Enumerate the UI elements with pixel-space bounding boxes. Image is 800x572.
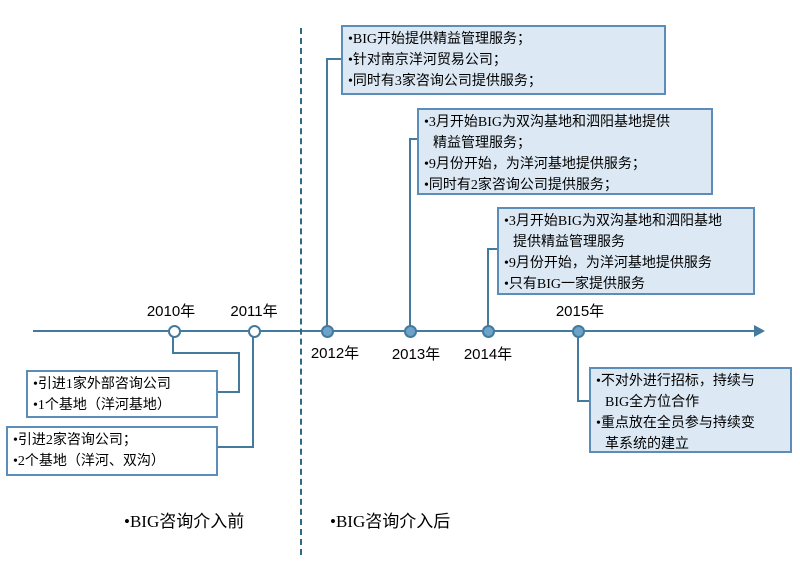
connector-2015-horizontal xyxy=(577,400,591,402)
callout-text-line: •BIG开始提供精益管理服务； xyxy=(348,32,532,47)
callout-text-line: •针对南京洋河贸易公司； xyxy=(348,53,507,68)
callout-2015: •不对外进行招标，持续与 BIG全方位合作 •重点放在全员参与持续变革系统的建立 xyxy=(589,367,792,453)
callout-text-line: BIG全方位合作 xyxy=(605,395,700,410)
marker-2012 xyxy=(321,325,334,338)
callout-text-line: •9月份开始，为洋河基地提供服务 xyxy=(504,256,712,271)
callout-2010: •引进1家外部咨询公司 •1个基地（洋河基地） xyxy=(26,370,218,418)
callout-text-line: •3月开始BIG为双沟基地和泗阳基地 xyxy=(504,214,723,229)
callout-text-line: •9月份开始，为洋河基地提供服务； xyxy=(424,157,646,172)
callout-2011: •引进2家咨询公司； •2个基地（洋河、双沟） xyxy=(6,426,218,476)
connector-2015-vertical xyxy=(577,333,579,402)
callout-text-line: •引进2家咨询公司； xyxy=(13,433,137,448)
callout-text-line: •2个基地（洋河、双沟） xyxy=(13,454,165,469)
callout-2012: •BIG开始提供精益管理服务； •针对南京洋河贸易公司； •同时有3家咨询公司提供服… xyxy=(341,25,666,95)
callout-text-line: 精益管理服务； xyxy=(433,136,531,151)
year-label-2011: 2011年 xyxy=(230,303,278,320)
connector-2010-horizontal-2 xyxy=(218,391,240,393)
marker-2013 xyxy=(404,325,417,338)
year-label-2014: 2014年 xyxy=(463,346,513,363)
connector-2014-horizontal xyxy=(487,248,499,250)
year-label-2015: 2015年 xyxy=(555,303,605,320)
connector-2012-vertical xyxy=(326,58,328,331)
callout-text-line: •只有BIG一家提供服务 xyxy=(504,277,646,292)
label-before-big-consulting: •BIG咨询介入前 xyxy=(124,512,245,531)
callout-text-line: •重点放在全员参与持续变 xyxy=(596,416,755,431)
callout-text-line: •引进1家外部咨询公司 xyxy=(33,377,171,392)
marker-2011 xyxy=(248,325,261,338)
marker-2014 xyxy=(482,325,495,338)
callout-text-line: •1个基地（洋河基地） xyxy=(33,398,171,413)
connector-2010-vertical-1 xyxy=(172,337,174,354)
marker-2010 xyxy=(168,325,181,338)
callout-text-line: •不对外进行招标，持续与 xyxy=(596,374,755,389)
callout-2013: •3月开始BIG为双沟基地和泗阳基地提供精益管理服务； •9月份开始，为洋河基地提… xyxy=(417,108,713,195)
connector-2012-horizontal xyxy=(326,58,342,60)
axis-arrowhead-icon xyxy=(754,325,765,337)
label-after-big-consulting: •BIG咨询介入后 xyxy=(330,512,451,531)
timeline-axis xyxy=(33,330,756,332)
callout-text-line: •3月开始BIG为双沟基地和泗阳基地提供 xyxy=(424,115,671,130)
connector-2010-vertical-2 xyxy=(238,352,240,393)
callout-2014: •3月开始BIG为双沟基地和泗阳基地提供精益管理服务 •9月份开始，为洋河基地提供… xyxy=(497,207,755,295)
marker-2015 xyxy=(572,325,585,338)
connector-2011-vertical xyxy=(252,337,254,448)
callout-text-line: 革系统的建立 xyxy=(605,437,689,452)
connector-2013-horizontal xyxy=(409,138,419,140)
callout-text-line: •同时有2家咨询公司提供服务； xyxy=(424,178,618,193)
connector-2014-vertical xyxy=(487,248,489,331)
callout-text-line: •同时有3家咨询公司提供服务； xyxy=(348,74,542,89)
connector-2013-vertical xyxy=(409,138,411,331)
connector-2011-horizontal xyxy=(218,446,254,448)
before-after-divider xyxy=(300,28,302,555)
year-label-2012: 2012年 xyxy=(310,345,360,362)
connector-2010-horizontal-1 xyxy=(172,352,240,354)
year-label-2013: 2013年 xyxy=(391,346,441,363)
year-label-2010: 2010年 xyxy=(146,303,196,320)
callout-text-line: 提供精益管理服务 xyxy=(513,235,625,250)
